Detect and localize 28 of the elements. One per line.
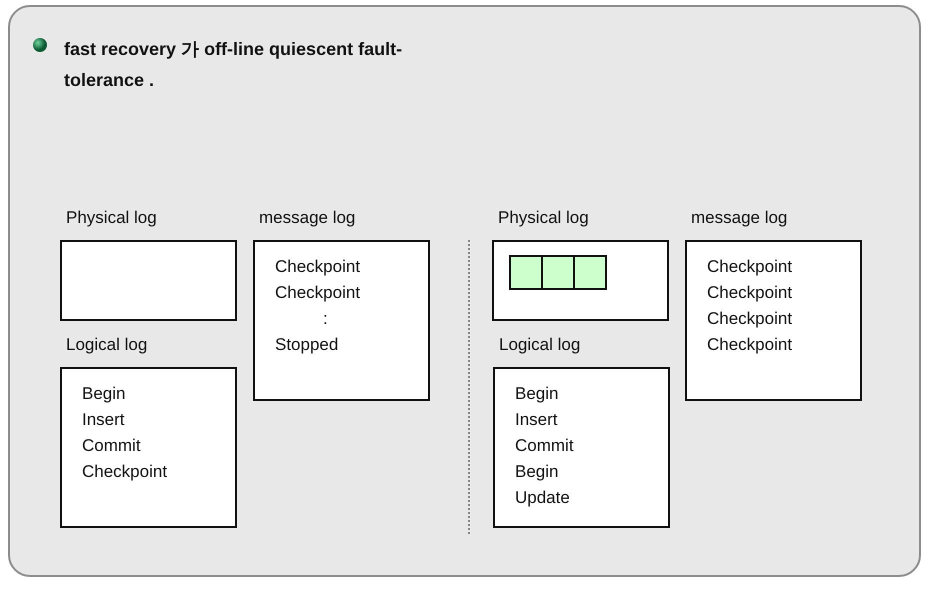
heading-text: fast recovery 가 off-line quiescent fault-tolerance . (64, 38, 404, 92)
log-heading: Logical log (499, 335, 580, 355)
log-entry: Update (514, 487, 570, 509)
log-entry: Checkpoint (706, 308, 792, 330)
slide-panel (8, 5, 921, 577)
log-entry: Begin (514, 461, 558, 483)
log-entry: Checkpoint (706, 334, 792, 356)
log-entry: Begin (81, 383, 126, 405)
log-entry: Checkpoint (706, 256, 792, 278)
buffer-page (509, 255, 543, 290)
log-entry: Insert (514, 409, 558, 431)
log-heading: message log (691, 208, 788, 228)
log-entry: Commit (514, 435, 574, 457)
log-heading: Physical log (498, 208, 589, 228)
buffer-page (573, 255, 607, 290)
log-entry: Stopped (274, 334, 338, 356)
log-entry: : (322, 308, 328, 330)
log-entry: Insert (81, 409, 125, 431)
log-entry: Checkpoint (706, 282, 792, 304)
log-heading: message log (259, 208, 356, 228)
log-heading: Logical log (66, 335, 148, 355)
log-entry: Begin (514, 383, 558, 405)
log-entry: Checkpoint (81, 461, 168, 483)
log-heading: Physical log (66, 208, 157, 228)
log-entry: Checkpoint (274, 256, 360, 278)
log-entry: Commit (81, 435, 141, 457)
log-entry: Checkpoint (274, 282, 360, 304)
buffer-page (541, 255, 575, 290)
